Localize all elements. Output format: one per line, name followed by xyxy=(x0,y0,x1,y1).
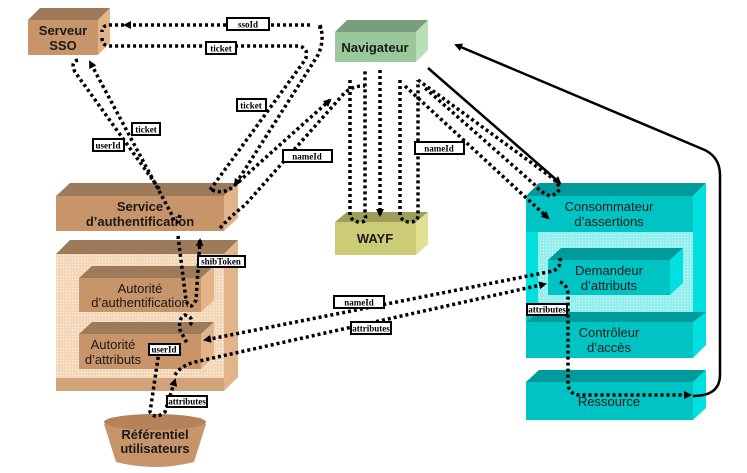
arrow-navigateur-to-consommateur xyxy=(427,67,562,185)
label-nameId-right: nameId xyxy=(414,141,465,155)
label-shibToken: shibToken xyxy=(197,255,246,268)
flow-ticket-top xyxy=(100,37,309,192)
svg-text:nameId: nameId xyxy=(344,298,374,308)
service-auth-line1: Service xyxy=(117,199,163,214)
autorite-attr-line1: Autorité xyxy=(91,337,136,352)
label-attributes-ref: attributes xyxy=(166,395,208,408)
node-autorite-attributs: Autorité d’attributs xyxy=(79,322,214,369)
controleur-line1: Contrôleur xyxy=(579,325,640,340)
label-ticket-top: ticket xyxy=(205,41,237,55)
node-service-authentification: Service d’authentification xyxy=(56,183,238,231)
label-ticket-mid: ticket xyxy=(236,98,267,112)
autorite-auth-line1: Autorité xyxy=(118,281,163,296)
node-referentiel-utilisateurs: Référentiel utilisateurs xyxy=(104,414,206,467)
svg-text:nameId: nameId xyxy=(424,144,454,154)
svg-text:attributes: attributes xyxy=(352,324,390,334)
svg-text:nameId: nameId xyxy=(292,152,322,162)
svg-text:ticket: ticket xyxy=(135,125,157,135)
serveur-sso-line2: SSO xyxy=(49,38,76,53)
autorite-auth-line2: d’authentification xyxy=(91,295,189,310)
node-navigateur: Navigateur xyxy=(335,20,428,62)
node-serveur-sso: Serveur SSO xyxy=(28,8,110,55)
flow-ssoId xyxy=(100,23,310,33)
svg-text:ssoId: ssoId xyxy=(238,20,258,30)
flow-userId-attributes xyxy=(148,344,178,418)
flow-nav-wayf-3 xyxy=(398,80,420,224)
consommateur-line2: d’assertions xyxy=(574,214,644,229)
label-nameId-mid: nameId xyxy=(282,149,333,163)
autorite-attr-line2: d’attributs xyxy=(85,352,142,367)
referentiel-line2: utilisateurs xyxy=(120,441,189,456)
flow-nameId-request xyxy=(203,257,562,343)
node-demandeur-attributs: Demandeur d’attributs xyxy=(548,248,683,295)
label-ssoId: ssoId xyxy=(226,17,270,31)
flow-to-navigateur xyxy=(211,98,332,194)
svg-text:userId: userId xyxy=(151,345,176,355)
svg-text:ticket: ticket xyxy=(210,44,232,54)
svg-text:ticket: ticket xyxy=(240,101,262,111)
flow-shibToken xyxy=(176,235,204,308)
label-attributes-right: attributes xyxy=(526,303,568,316)
flow-attributes-response xyxy=(173,281,547,376)
flow-nameId-right xyxy=(416,78,561,198)
node-wayf: WAYF xyxy=(335,212,428,255)
node-controleur-acces: Contrôleur d’accès xyxy=(526,312,706,358)
flow-ticket-up xyxy=(88,60,182,225)
svg-text:attributes: attributes xyxy=(528,305,566,315)
referentiel-line1: Référentiel xyxy=(121,427,188,442)
arrow-ressource-to-navigateur xyxy=(454,43,722,398)
wayf-label: WAYF xyxy=(357,231,393,246)
flow-autorite-loop xyxy=(177,313,194,346)
consommateur-line1: Consommateur xyxy=(565,199,655,214)
label-userId-bottom: userId xyxy=(148,343,181,356)
svg-text:userId: userId xyxy=(95,141,120,151)
demandeur-line2: d’attributs xyxy=(581,278,638,293)
node-ressource: Ressource xyxy=(526,370,706,420)
label-ticket-left: ticket xyxy=(131,122,161,136)
node-autorite-authentification: Autorité d’authentification xyxy=(79,266,214,312)
flow-nameId-to-consommateur xyxy=(403,84,550,220)
controleur-line2: d’accès xyxy=(587,340,632,355)
label-attributes-bottom: attributes xyxy=(350,321,392,335)
label-userId-left: userId xyxy=(92,138,125,152)
navigateur-label: Navigateur xyxy=(341,40,408,55)
flow-nav-wayf-1 xyxy=(348,70,368,224)
serveur-sso-line1: Serveur xyxy=(39,23,87,38)
flow-userId-down xyxy=(71,58,162,192)
flow-ssoId-down xyxy=(233,24,324,187)
svg-text:shibToken: shibToken xyxy=(201,257,241,267)
service-auth-line2: d’authentification xyxy=(86,214,194,229)
ressource-label: Ressource xyxy=(578,394,640,409)
svg-text:attributes: attributes xyxy=(168,397,206,407)
demandeur-line1: Demandeur xyxy=(575,263,644,278)
label-nameId-bottom: nameId xyxy=(333,295,385,309)
